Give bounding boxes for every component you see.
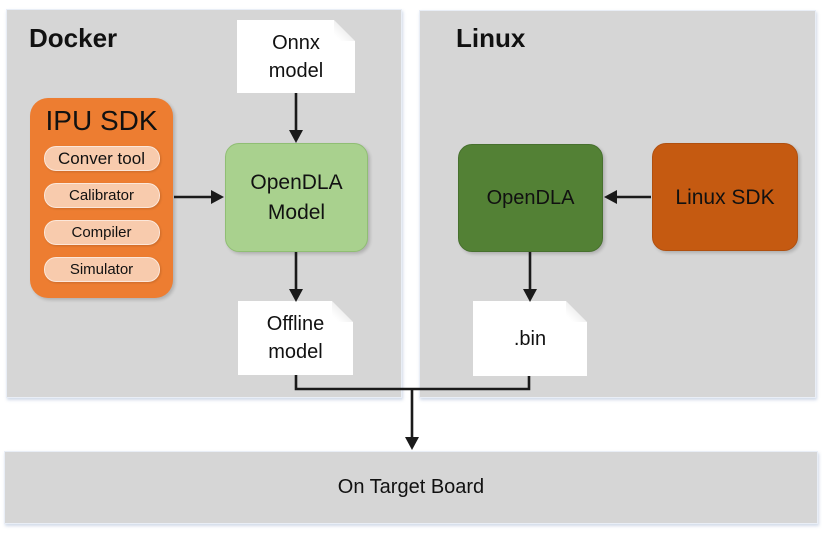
opendla-label: OpenDLA <box>486 186 575 209</box>
onnx-model-document: Onnx model <box>237 20 355 93</box>
onnx-model-label-line1: Onnx <box>272 31 320 54</box>
onnx-model-label-line2: model <box>268 59 324 82</box>
tool-calibrator: Calibrator <box>43 183 160 208</box>
tool-simulator: Simulator <box>43 257 160 282</box>
target-board-bar: On Target Board <box>4 451 818 524</box>
offline-model-label-line2: model <box>268 341 323 363</box>
ipu-sdk-group: IPU SDK Conver tool Calibrator Compiler … <box>30 98 173 298</box>
arrowhead-down-icon <box>405 437 419 450</box>
opendla-model-label-line1: OpenDLA <box>250 170 343 194</box>
offline-model-label-line1: Offline <box>266 313 325 335</box>
opendla-model-label-line2: Model <box>267 200 326 224</box>
bin-label: .bin <box>513 327 547 350</box>
opendla-model-box: OpenDLA Model <box>225 143 368 252</box>
target-board-label: On Target Board <box>337 476 485 498</box>
linux-sdk-box: Linux SDK <box>652 143 798 251</box>
linux-panel-title: Linux <box>456 23 526 53</box>
opendla-box: OpenDLA <box>458 144 603 252</box>
ipu-sdk-title: IPU SDK <box>45 105 158 136</box>
offline-model-document: Offline model <box>238 301 353 375</box>
tool-compiler: Compiler <box>43 220 160 245</box>
docker-panel-title: Docker <box>29 23 118 53</box>
bin-document: .bin <box>473 301 587 376</box>
linux-sdk-label: Linux SDK <box>675 185 775 209</box>
tool-conver-tool: Conver tool <box>43 146 160 171</box>
